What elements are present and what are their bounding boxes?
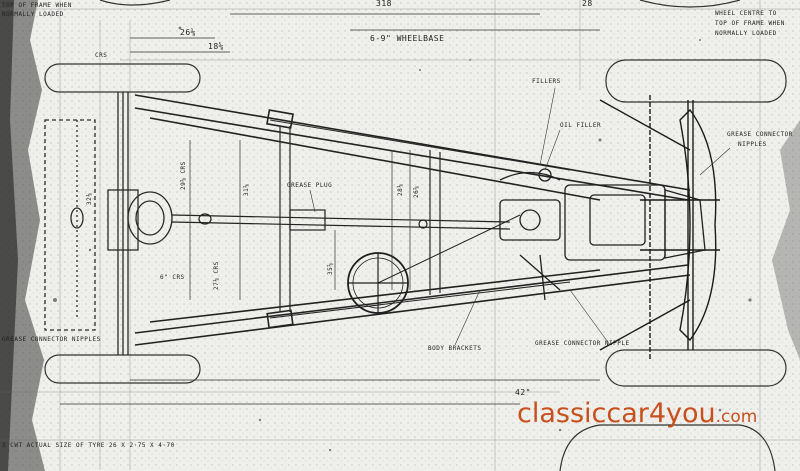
label-fillers: FILLERS	[532, 78, 561, 85]
label-grease-nipples-right-2: NIPPLES	[738, 141, 767, 148]
dim-318: 318	[376, 0, 392, 8]
label-grease-plug: GREASE PLUG	[287, 182, 333, 189]
top-right-note-line2: TOP OF FRAME WHEN	[715, 20, 785, 27]
watermark-brand: classiccar4you	[517, 398, 716, 429]
tyre-front-bottom	[605, 349, 787, 387]
frame-member-top	[134, 94, 691, 191]
watermark-logo: classiccar4you.com	[517, 398, 757, 429]
dim-29: 29⅝ CRS	[180, 161, 187, 190]
label-grease-nipple-bottom: GREASE CONNECTOR NIPPLE	[535, 340, 630, 347]
top-left-note-line2: NORMALLY LOADED	[2, 11, 64, 18]
right-dark-edge	[772, 120, 800, 360]
dim-26: 26⅛	[180, 28, 196, 37]
dim-31: 31⅝	[243, 183, 250, 196]
tyre-front-top	[605, 59, 787, 103]
label-oil-filler: OIL FILLER	[560, 122, 602, 129]
dim-wheelbase: 6-9" WHEELBASE	[370, 34, 445, 43]
dim-42: 42"	[515, 388, 531, 397]
dim-6crs: 6" CRS	[160, 274, 185, 281]
dim-26b: 26⅝	[413, 185, 420, 198]
dim-28b: 28⅛	[397, 183, 404, 196]
oil-filler	[538, 168, 552, 182]
dim-18: 18⅝	[208, 42, 224, 51]
watermark-tld: .com	[715, 407, 758, 427]
radiator	[679, 108, 717, 342]
label-body-brackets: BODY BRACKETS	[428, 345, 482, 352]
dim-27: 27⅛ CRS	[213, 261, 220, 290]
dim-32: 32⅛	[86, 192, 93, 205]
frame-member-bottom	[134, 274, 691, 346]
dim-35: 35⅝	[327, 262, 334, 275]
label-grease-nipples-left: GREASE CONNECTOR NIPPLES	[2, 336, 101, 343]
differential	[127, 191, 173, 245]
top-left-note-line1: TOP OF FRAME WHEN	[2, 2, 72, 9]
dim-28: 28	[582, 0, 593, 8]
top-right-note-line1: WHEEL CENTRE TO	[715, 10, 777, 17]
label-grease-nipples-right-1: GREASE CONNECTOR	[727, 131, 793, 138]
gearbox	[499, 199, 561, 241]
label-tyre: 3 CWT ACTUAL SIZE OF TYRE 26 X 2·75 X 4·…	[2, 442, 175, 449]
brace-crs: CRS	[95, 52, 108, 59]
top-right-note-line3: NORMALLY LOADED	[715, 30, 777, 37]
propeller-shaft	[171, 214, 511, 223]
